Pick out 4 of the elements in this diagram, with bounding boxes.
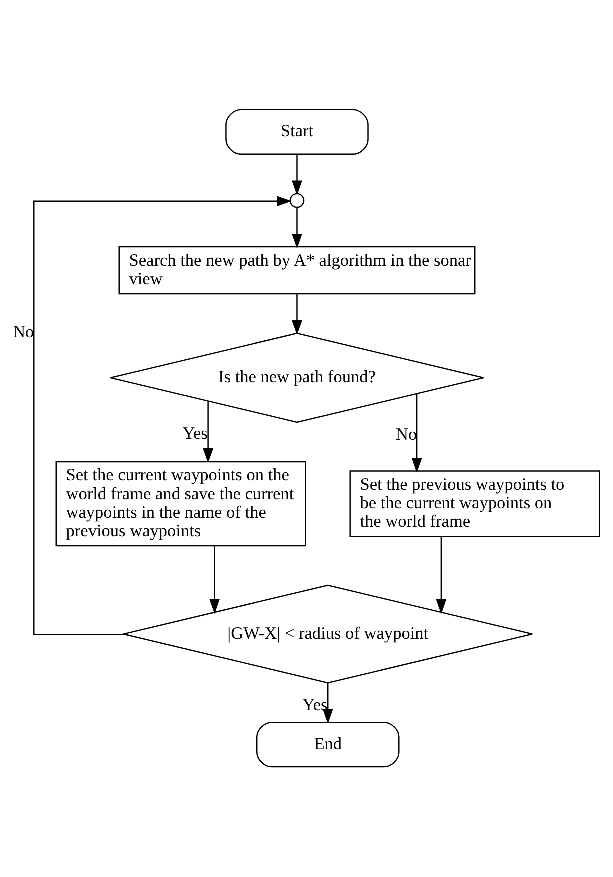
edge-label: Yes [302,695,328,714]
edge-label: No [13,322,34,342]
edge-label: No [396,425,418,444]
edge-label: Yes [182,424,208,444]
